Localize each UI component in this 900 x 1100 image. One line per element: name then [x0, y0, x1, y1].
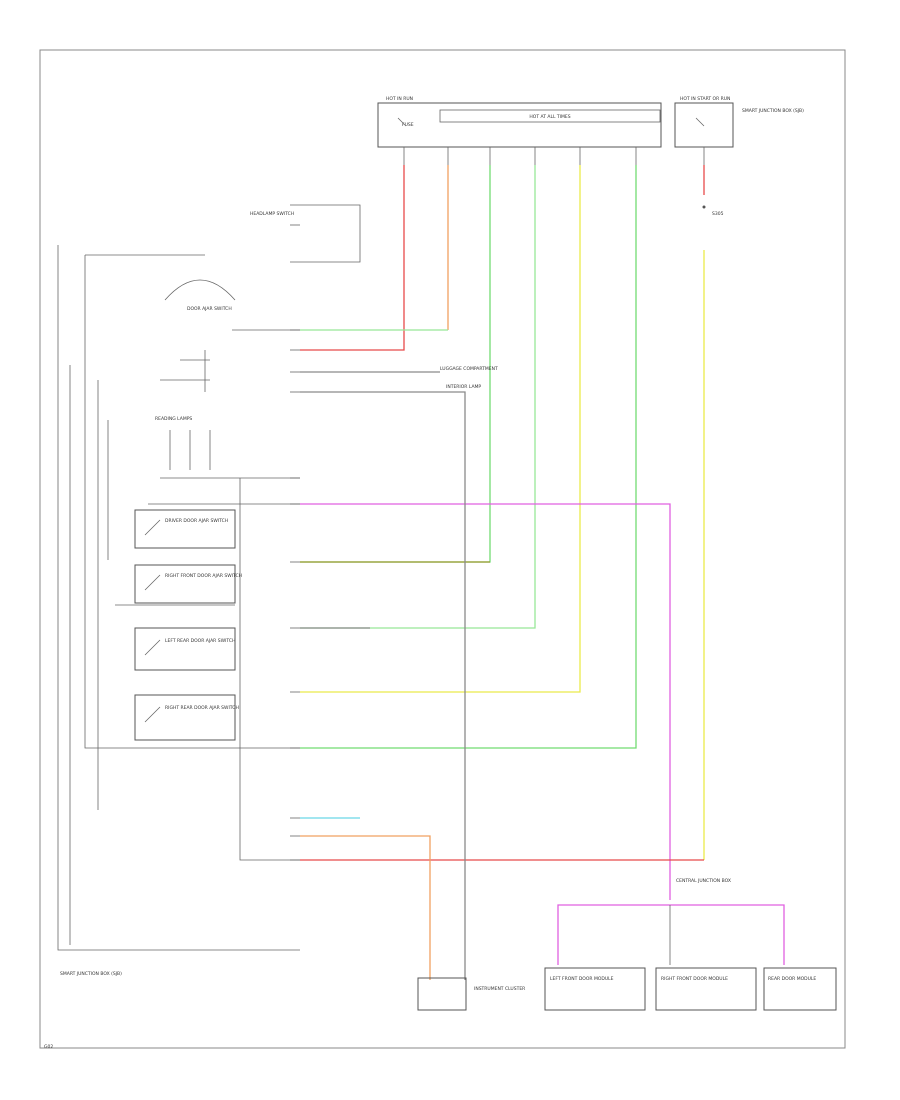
sjb-fuse-label: FUSE — [402, 122, 414, 128]
module-instrument-cluster: INSTRUMENT CLUSTER — [417, 977, 525, 1011]
bottom-right-note: CENTRAL JUNCTION BOX — [676, 878, 731, 884]
headlamp-switch: HEADLAMP SWITCH — [250, 204, 361, 263]
entry-light-label: INTERIOR LAMP — [446, 384, 481, 390]
top-right-note: SMART JUNCTION BOX (SJB) — [742, 108, 804, 114]
bottom-left-block-label: SMART JUNCTION BOX (SJB) — [60, 971, 122, 977]
door-ajar-switch-3: LEFT REAR DOOR AJAR SWITCH — [134, 627, 236, 671]
door-switch-label: DOOR AJAR SWITCH — [187, 306, 232, 312]
trunk-switch-label: LUGGAGE COMPARTMENT — [440, 366, 498, 372]
door-switch-2-label: RIGHT FRONT DOOR AJAR SWITCH — [165, 573, 242, 579]
top-left-fuse-label: HOT IN RUN — [386, 96, 413, 102]
right-splice-label: S305 — [712, 211, 724, 217]
module-1-label: INSTRUMENT CLUSTER — [474, 986, 525, 992]
door-ajar-switch-4: RIGHT REAR DOOR AJAR SWITCH — [134, 694, 239, 741]
diagram-frame — [39, 49, 846, 1049]
diagram-id: G02 — [44, 1044, 53, 1050]
headlamp-switch-label: HEADLAMP SWITCH — [250, 211, 294, 217]
wire-magenta-bus — [557, 904, 785, 965]
wire-red — [300, 165, 405, 351]
top-right-fuse-label: HOT IN START OR RUN — [680, 96, 730, 102]
module-right-front-door: RIGHT FRONT DOOR MODULE — [655, 967, 757, 1011]
reading-lamps: READING LAMPS — [155, 416, 300, 479]
wire-yellow — [300, 165, 581, 693]
left-connector-pins — [290, 329, 300, 861]
module-2-label: LEFT FRONT DOOR MODULE — [550, 976, 614, 982]
door-switch-1-label: DRIVER DOOR AJAR SWITCH — [165, 518, 228, 524]
door-switch-3-label: LEFT REAR DOOR AJAR SWITCH — [165, 638, 235, 644]
module-3-label: RIGHT FRONT DOOR MODULE — [661, 976, 728, 982]
door-ajar-switch-1: DRIVER DOOR AJAR SWITCH — [134, 509, 236, 549]
wire-gray-mid — [300, 391, 466, 980]
module-4-label: REAR DOOR MODULE — [768, 976, 816, 982]
luggage-compartment-block: LUGGAGE COMPARTMENT INTERIOR LAMP — [160, 350, 498, 392]
top-connector-stubs — [403, 147, 705, 165]
wire-magenta — [300, 503, 671, 900]
wire-orange-bottom — [300, 835, 431, 980]
wire-green-b — [300, 165, 491, 563]
top-right-block: HOT IN START OR RUN SMART JUNCTION BOX (… — [674, 96, 804, 148]
door-ajar-switch-2: RIGHT FRONT DOOR AJAR SWITCH — [134, 564, 242, 604]
module-rear-door: REAR DOOR MODULE — [763, 967, 837, 1011]
wire-green-d — [300, 165, 637, 749]
door-switch-4-label: RIGHT REAR DOOR AJAR SWITCH — [165, 705, 239, 711]
top-center-fuse-label: HOT AT ALL TIMES — [529, 114, 570, 120]
top-junction-block: HOT AT ALL TIMES HOT IN RUN FUSE — [377, 96, 662, 148]
door-ajar-lamp: DOOR AJAR SWITCH — [164, 279, 300, 331]
reading-light-label: READING LAMPS — [155, 416, 192, 422]
module-left-front-door: LEFT FRONT DOOR MODULE — [544, 967, 646, 1011]
wire-lightgreen-c — [300, 165, 536, 629]
left-bus-lines — [57, 245, 300, 951]
